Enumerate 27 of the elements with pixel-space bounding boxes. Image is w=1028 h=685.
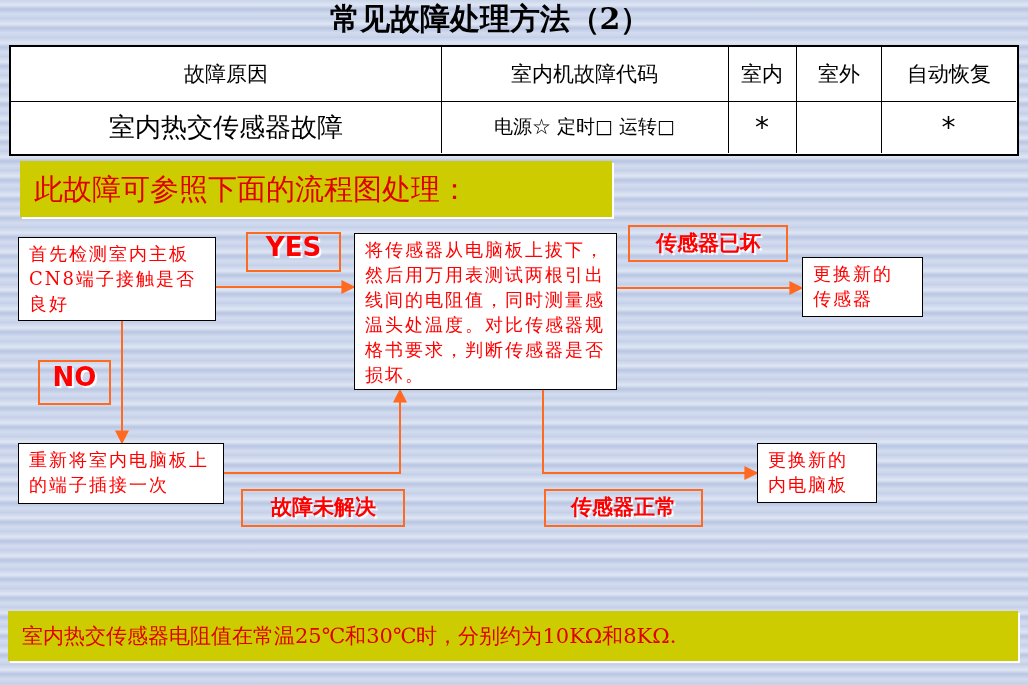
banner: 此故障可参照下面的流程图处理：	[20, 161, 612, 217]
process-box: 将传感器从电脑板上拔下，然后用万用表测试两根引出线间的电阻值，同时测量感温头处温度。对比传感器规格书要求，判断传感器是否损坏。	[354, 233, 617, 390]
process-box: 更换新的传感器	[802, 257, 923, 317]
arrow	[616, 281, 804, 295]
process-box: 首先检测室内主板CN8端子接触是否良好	[18, 237, 216, 321]
edge-label: NO	[38, 360, 111, 405]
edge-label: 传感器已坏	[628, 225, 788, 262]
edge-label: 故障未解决	[241, 489, 405, 527]
table-cell-text: 室外	[816, 61, 861, 88]
note-banner: 室内热交传感器电阻值在常温25℃和30℃时，分别约为10KΩ和8KΩ.	[8, 611, 1018, 661]
table-cell-text: 室内热交传感器故障	[108, 110, 344, 144]
edge-label: YES	[246, 232, 341, 272]
table-cell-text: 室内	[740, 61, 784, 88]
title: 常见故障处理方法（2）	[328, 0, 652, 38]
table-cell-text: 电源☆ 定时□ 运转□	[493, 114, 676, 139]
table-cell-text: *	[754, 109, 770, 146]
edge-label: 传感器正常	[544, 489, 703, 527]
arrow	[542, 389, 759, 480]
table-cell-text: 自动恢复	[905, 61, 992, 88]
arrow	[215, 280, 356, 294]
table-cell-text: *	[940, 109, 957, 146]
table-cell-text: 故障原因	[183, 61, 269, 88]
table-cell-text: 室内机故障代码	[510, 61, 659, 88]
arrow	[115, 320, 129, 445]
process-box: 重新将室内电脑板上的端子插接一次	[18, 443, 224, 504]
process-box: 更换新的内电脑板	[757, 443, 877, 503]
arrow	[223, 388, 407, 474]
